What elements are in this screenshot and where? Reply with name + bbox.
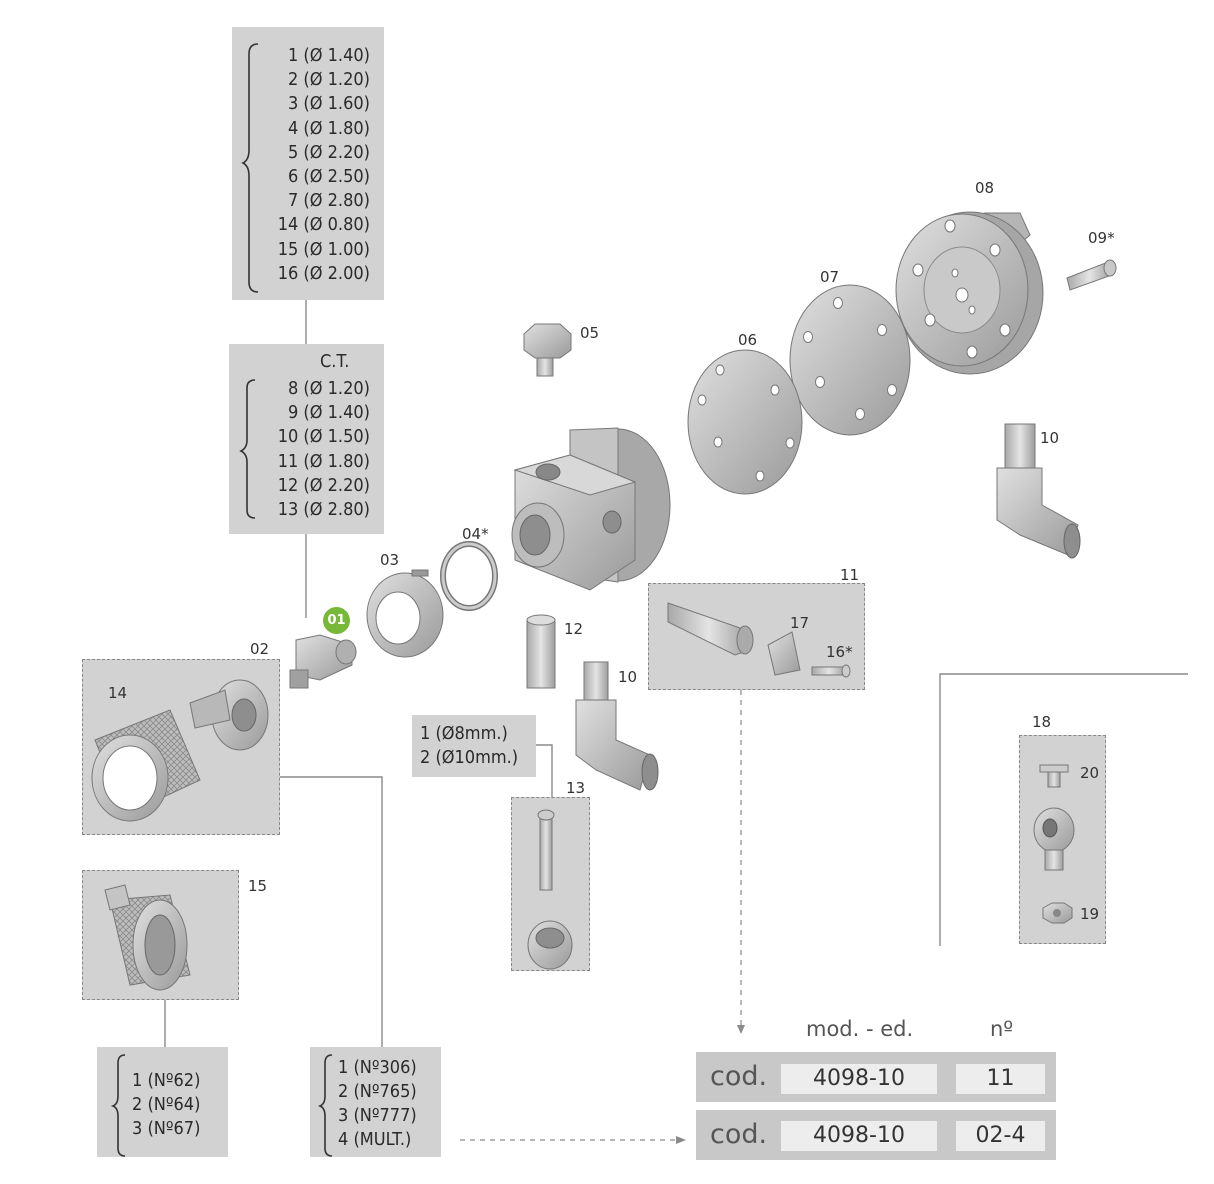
part-03-ring <box>366 569 444 658</box>
nozzle-list: 1 (Ø 1.40) 2 (Ø 1.20) 3 (Ø 1.60) 4 (Ø 1.… <box>256 44 370 286</box>
list-item: 2 (Nº765) <box>338 1081 417 1102</box>
list-item: 8 (Ø 1.20) <box>287 378 370 399</box>
label-12: 12 <box>564 620 584 638</box>
hose-list-box <box>412 715 536 777</box>
code-header-model: mod. - ed. <box>806 1017 914 1041</box>
part-09-bolt <box>1066 259 1117 291</box>
part-17-cone <box>767 631 801 676</box>
part-12-fitting <box>526 614 556 689</box>
part-08-flange <box>895 211 1044 375</box>
nuts-15-list: 1 (Nº62) 2 (Nº64) 3 (Nº67) <box>132 1069 200 1141</box>
list-item: 12 (Ø 2.20) <box>277 474 370 496</box>
list-item: 2 (Ø10mm.) <box>420 747 519 768</box>
label-03: 03 <box>380 551 400 569</box>
nuts-14-list-box <box>310 1047 441 1157</box>
part-13-hose-tail <box>527 809 573 970</box>
label-02: 02 <box>250 640 270 658</box>
code-number: 02-4 <box>956 1121 1045 1151</box>
list-item: 1 (Ø8mm.) <box>420 723 508 744</box>
list-item: 10 (Ø 1.50) <box>277 426 370 448</box>
label-16: 16* <box>826 643 853 661</box>
part-main-body <box>511 427 671 591</box>
part-10-elbow-b <box>996 423 1081 559</box>
dashed-arrows <box>460 690 742 1141</box>
nuts-14-list: 1 (Nº306) 2 (Nº765) 3 (Nº777) 4 (MULT.) <box>338 1056 417 1152</box>
part-14-nuts <box>91 679 269 822</box>
list-item: 4 (Ø 1.80) <box>287 117 370 139</box>
part-19-nut <box>1042 902 1073 924</box>
label-09: 09* <box>1088 229 1115 247</box>
list-item: 14 (Ø 0.80) <box>277 214 370 236</box>
ct-nozzle-list: 8 (Ø 1.20) 9 (Ø 1.40) 10 (Ø 1.50) 11 (Ø … <box>256 377 370 522</box>
list-item: 3 (Nº67) <box>132 1118 201 1139</box>
part-11-fitting <box>667 602 754 656</box>
label-14: 14 <box>108 684 128 702</box>
part-01-badge[interactable]: 01 <box>323 607 350 634</box>
list-item: 1 (Ø 1.40) <box>287 45 370 66</box>
code-label: cod. <box>710 1061 768 1092</box>
list-item: 2 (Ø 1.20) <box>287 69 370 91</box>
list-item: 1 (Nº62) <box>132 1070 201 1091</box>
list-item: 3 (Nº777) <box>338 1105 417 1126</box>
list-item: 4 (MULT.) <box>338 1129 412 1150</box>
list-item: 13 (Ø 2.80) <box>277 498 370 520</box>
code-value: 4098-10 <box>781 1064 937 1094</box>
part-15-nut <box>104 884 191 991</box>
label-10-middle: 10 <box>618 668 638 686</box>
list-item: 15 (Ø 1.00) <box>277 238 370 260</box>
nuts-15-list-box <box>97 1047 228 1157</box>
part-04-oring <box>440 541 498 611</box>
part-05-bolt <box>523 323 572 377</box>
part-18-banjo <box>1033 807 1075 871</box>
leader-lines <box>164 300 1188 1047</box>
part-20-bolt <box>1039 764 1069 788</box>
nozzle-list-box <box>232 27 384 300</box>
list-item: 3 (Ø 1.60) <box>287 93 370 115</box>
label-18: 18 <box>1032 713 1052 731</box>
part-06-gasket <box>687 349 803 495</box>
label-06: 06 <box>738 331 758 349</box>
hose-list: 1 (Ø8mm.) 2 (Ø10mm.) <box>420 722 518 770</box>
label-08: 08 <box>975 179 995 197</box>
part-10-elbow-a <box>575 661 659 791</box>
code-value: 4098-10 <box>781 1121 937 1151</box>
code-header-number: nº <box>990 1017 1014 1041</box>
part-02-nozzle <box>289 634 357 689</box>
list-item: 11 (Ø 1.80) <box>277 450 370 472</box>
label-19: 19 <box>1080 905 1100 923</box>
part-16-screw <box>811 664 851 678</box>
code-number: 11 <box>956 1064 1045 1094</box>
list-item: 16 (Ø 2.00) <box>277 262 370 284</box>
label-07: 07 <box>820 268 840 286</box>
ct-title: C.T. <box>320 351 350 372</box>
label-15: 15 <box>248 877 268 895</box>
code-label: cod. <box>710 1119 768 1150</box>
list-braces <box>110 43 333 1157</box>
list-item: 1 (Nº306) <box>338 1057 417 1078</box>
list-item: 6 (Ø 2.50) <box>287 165 370 187</box>
label-13: 13 <box>566 779 586 797</box>
part-07-gasket <box>789 284 911 436</box>
ct-list-box <box>229 344 384 534</box>
list-item: 5 (Ø 2.20) <box>287 141 370 163</box>
list-item: 7 (Ø 2.80) <box>287 190 370 212</box>
label-10-right: 10 <box>1040 429 1060 447</box>
label-11: 11 <box>840 566 860 584</box>
label-17: 17 <box>790 614 810 632</box>
list-item: 9 (Ø 1.40) <box>287 402 370 424</box>
label-05: 05 <box>580 324 600 342</box>
label-20: 20 <box>1080 764 1100 782</box>
list-item: 2 (Nº64) <box>132 1094 201 1115</box>
label-04: 04* <box>462 525 489 543</box>
